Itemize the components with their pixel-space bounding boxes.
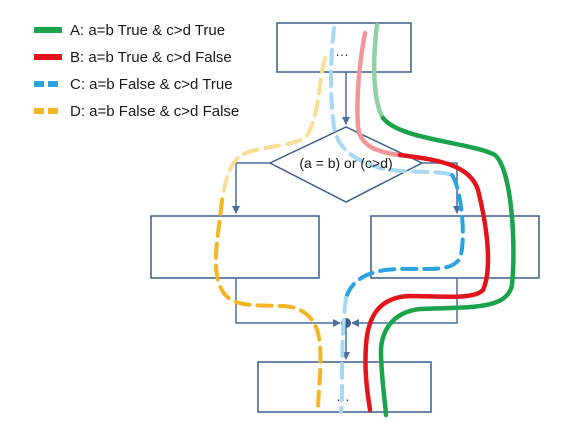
decision-label: (a = b) or (c>d) — [299, 155, 392, 171]
path-a — [378, 115, 516, 418]
top-box-ellipsis: … — [335, 43, 351, 59]
legend-label-d: D: a=b False & c>d False — [70, 103, 239, 120]
path-a-faded-top — [371, 22, 386, 121]
legend-label-b: B: a=b True & c>d False — [70, 49, 232, 66]
arrow-decision-to-left-box — [232, 162, 270, 214]
arrow-decision-to-right-box — [422, 162, 461, 214]
arrow-right-box-to-merge — [351, 278, 458, 327]
bottom-box-ellipsis: … — [336, 388, 352, 404]
execution-paths — [213, 22, 516, 418]
legend-label-c: C: a=b False & c>d True — [70, 76, 233, 93]
path-b — [363, 152, 491, 413]
path-c-faded-top — [329, 26, 454, 177]
top-process-box — [276, 22, 412, 73]
bottom-process-box — [257, 361, 432, 413]
path-d-faded-top — [220, 56, 327, 202]
path-c — [344, 173, 465, 300]
legend: A: a=b True & c>d True B: a=b True & c>d… — [34, 22, 239, 120]
legend-label-a: A: a=b True & c>d True — [70, 22, 225, 39]
decision-diamond — [268, 126, 424, 203]
arrow-left-box-to-merge — [235, 278, 341, 327]
left-branch-box — [150, 215, 320, 279]
path-b-faded-top — [355, 30, 403, 158]
path-d — [213, 198, 323, 414]
